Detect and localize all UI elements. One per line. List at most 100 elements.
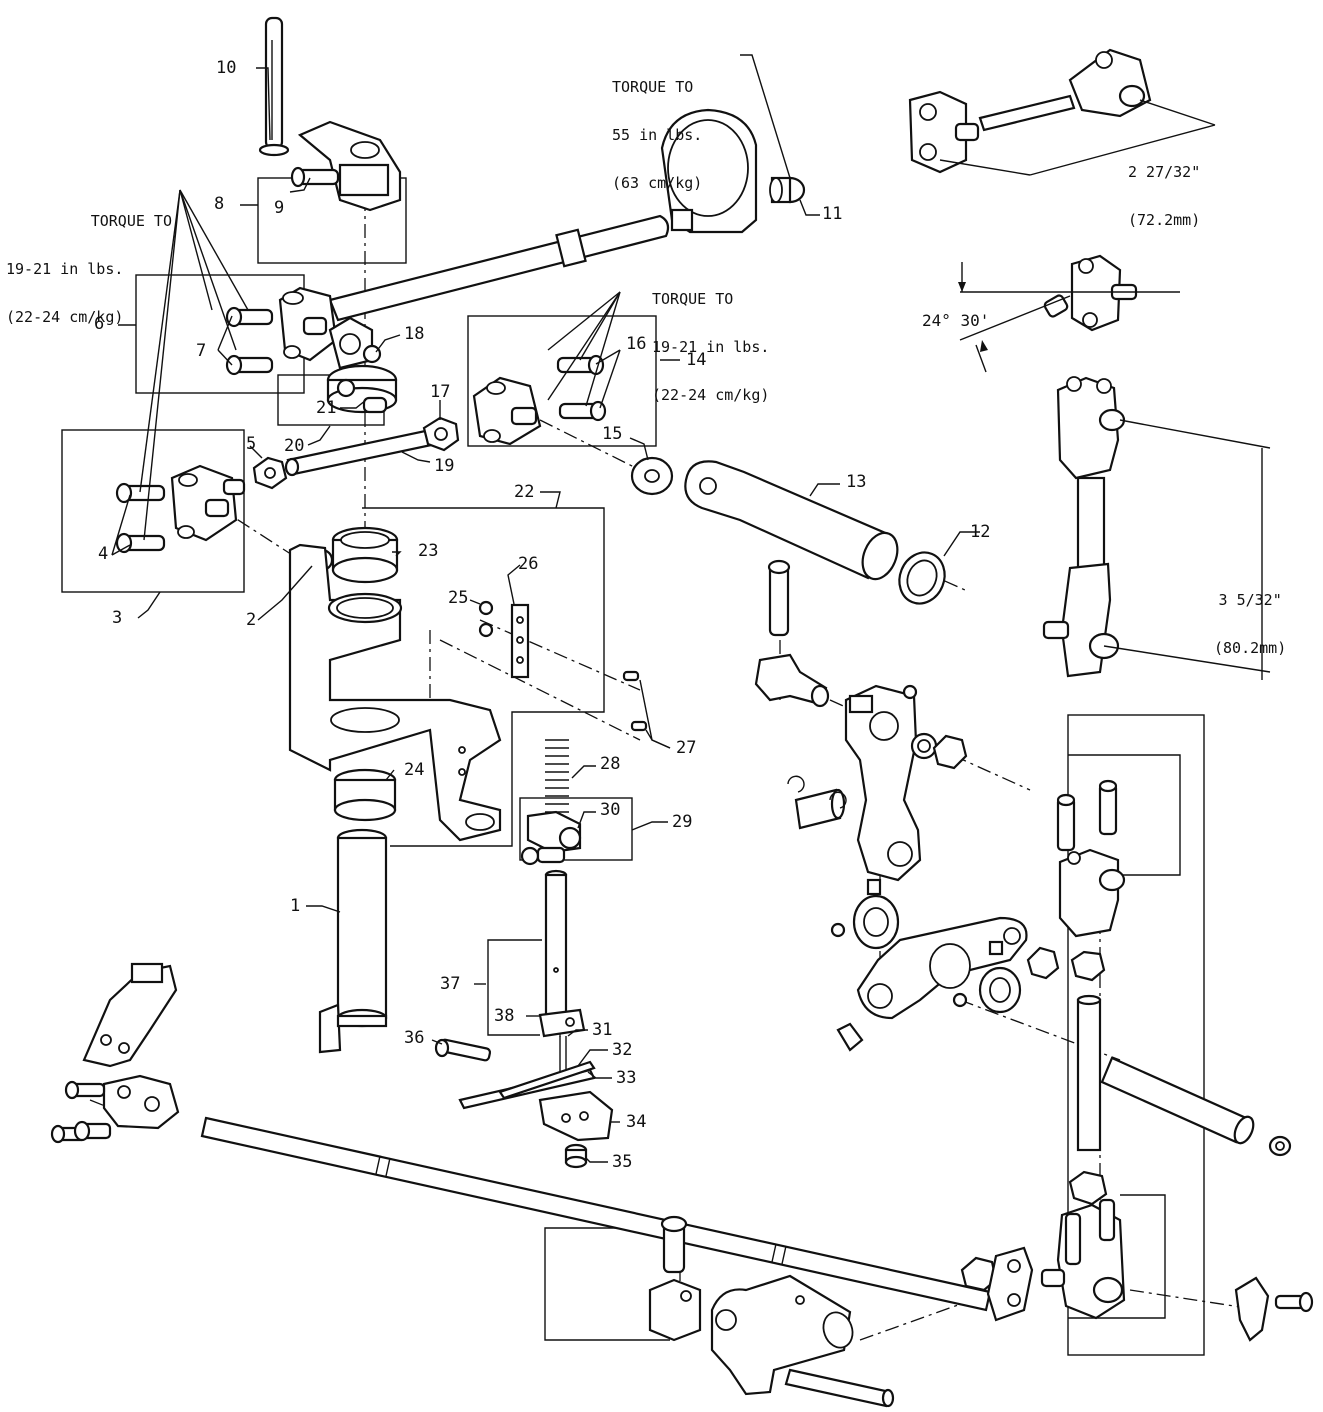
part-19-rod bbox=[284, 428, 439, 477]
part-26-plate bbox=[510, 603, 530, 679]
link-washer-nut bbox=[910, 732, 968, 770]
part-37-bar bbox=[544, 869, 568, 1017]
callout-23: 23 bbox=[418, 541, 439, 561]
shaft-end-nut-block bbox=[960, 1246, 1034, 1322]
callout-26: 26 bbox=[518, 554, 539, 574]
box-right-lower bbox=[1068, 1194, 1166, 1319]
callout-30: 30 bbox=[600, 800, 621, 820]
left-bottom-bracket bbox=[82, 962, 178, 1068]
callout-6: 6 bbox=[94, 314, 105, 334]
callout-28: 28 bbox=[600, 754, 621, 774]
dimension-3-5-32: 3 5/32" (80.2mm) bbox=[1214, 560, 1286, 672]
callout-33: 33 bbox=[616, 1068, 637, 1088]
callout-5: 5 bbox=[246, 434, 257, 454]
part-6-block bbox=[278, 286, 338, 362]
torque-note-top: TORQUE TO 55 in lbs. (63 cm/kg) bbox=[612, 47, 702, 207]
callout-12: 12 bbox=[970, 522, 991, 542]
bottom-center-housing bbox=[710, 1274, 854, 1396]
torque-note-top-line2: 55 in lbs. bbox=[612, 126, 703, 144]
torque-note-left-line3: (22-24 cm/kg) bbox=[6, 308, 124, 326]
part-1-tube bbox=[318, 828, 388, 1054]
callout-29: 29 bbox=[672, 812, 693, 832]
bottom-center-screw bbox=[660, 1215, 688, 1274]
part-31-33-blades bbox=[458, 1036, 596, 1110]
callout-36: 36 bbox=[404, 1028, 425, 1048]
box-37 bbox=[487, 939, 542, 1036]
callout-3: 3 bbox=[112, 608, 123, 628]
dimension-3-5-32-imperial: 3 5/32" bbox=[1218, 591, 1282, 609]
callout-22: 22 bbox=[514, 482, 535, 502]
callout-19: 19 bbox=[434, 456, 455, 476]
dimension-angle: 24° 30' bbox=[922, 311, 990, 330]
callout-14: 14 bbox=[686, 350, 707, 370]
part-7-screws bbox=[225, 306, 274, 376]
part-14-block bbox=[472, 376, 542, 446]
link-screw-upper bbox=[767, 559, 791, 637]
callout-37: 37 bbox=[440, 974, 461, 994]
part-24-bushing bbox=[333, 768, 397, 822]
box-right-assembly bbox=[1067, 714, 1205, 1356]
callout-25: 25 bbox=[448, 588, 469, 608]
right-shaft-diagonal bbox=[1100, 1056, 1292, 1157]
leader-lines bbox=[111, 54, 980, 1163]
dimension-2-27-32-metric: (72.2mm) bbox=[1128, 211, 1201, 229]
callout-9: 9 bbox=[274, 198, 285, 218]
part-8-bracket bbox=[297, 120, 402, 212]
bottom-center-pin bbox=[784, 1368, 895, 1408]
part-clamp-block bbox=[660, 108, 758, 234]
box-right-upper bbox=[1068, 754, 1181, 876]
angle-arrows bbox=[958, 262, 988, 373]
part-11-bushing bbox=[769, 176, 806, 204]
box-bottom bbox=[544, 1227, 670, 1341]
callout-35: 35 bbox=[612, 1152, 633, 1172]
callout-32: 32 bbox=[612, 1040, 633, 1060]
part-28-spring bbox=[545, 739, 569, 813]
lever-collar-nut bbox=[836, 946, 1060, 1052]
callout-24: 24 bbox=[404, 760, 425, 780]
part-15-washer bbox=[630, 456, 674, 496]
part-36-screw bbox=[434, 1038, 492, 1062]
callout-10: 10 bbox=[216, 58, 237, 78]
right-link-assembly-3 bbox=[1042, 376, 1271, 680]
callout-20: 20 bbox=[284, 436, 305, 456]
box-29 bbox=[519, 797, 633, 861]
part-22-housing bbox=[288, 543, 502, 842]
torque-note-left: TORQUE TO 19-21 in lbs. (22-24 cm/kg) bbox=[6, 181, 186, 341]
callout-17: 17 bbox=[430, 382, 451, 402]
part-18-collar bbox=[328, 316, 382, 370]
centerline-14 bbox=[539, 419, 641, 471]
dimension-2-27-32-imperial: 2 27/32" bbox=[1128, 163, 1201, 181]
torque-note-left-line2: 19-21 in lbs. bbox=[6, 260, 124, 278]
connecting-rod bbox=[844, 684, 922, 882]
dimension-2-27-32: 2 27/32" (72.2mm) bbox=[1128, 132, 1200, 244]
right-screws-upper bbox=[1056, 779, 1118, 852]
callout-11: 11 bbox=[822, 204, 843, 224]
part-34-foot bbox=[538, 1090, 614, 1142]
centerline-bottom-shaft bbox=[859, 1289, 1001, 1341]
part-5-nut bbox=[252, 456, 288, 490]
box-14 bbox=[467, 315, 657, 447]
part-35-nut bbox=[564, 1143, 588, 1169]
part-29-clamp bbox=[520, 810, 582, 866]
right-nut-and-rod bbox=[1068, 950, 1108, 1206]
centerline-27a bbox=[479, 619, 641, 691]
torque-note-mid: TORQUE TO 19-21 in lbs. (22-24 cm/kg) bbox=[652, 259, 769, 419]
torque-note-mid-line2: 19-21 in lbs. bbox=[652, 338, 770, 356]
callout-2: 2 bbox=[246, 610, 257, 630]
right-link-assembly-1 bbox=[908, 48, 1216, 176]
part-12-ring bbox=[898, 551, 946, 605]
dimension-3-5-32-metric: (80.2mm) bbox=[1214, 639, 1287, 657]
part-23-bushing bbox=[331, 526, 399, 584]
torque-note-left-line1: TORQUE TO bbox=[90, 212, 172, 230]
torque-note-top-line1: TORQUE TO bbox=[612, 78, 694, 96]
callout-13: 13 bbox=[846, 472, 867, 492]
callout-1: 1 bbox=[290, 896, 301, 916]
callout-21: 21 bbox=[316, 398, 337, 418]
callout-15: 15 bbox=[602, 424, 623, 444]
callout-18: 18 bbox=[404, 324, 425, 344]
box-22 bbox=[362, 507, 605, 847]
part-13-sleeve bbox=[684, 460, 899, 581]
part-16-screws bbox=[556, 354, 607, 422]
